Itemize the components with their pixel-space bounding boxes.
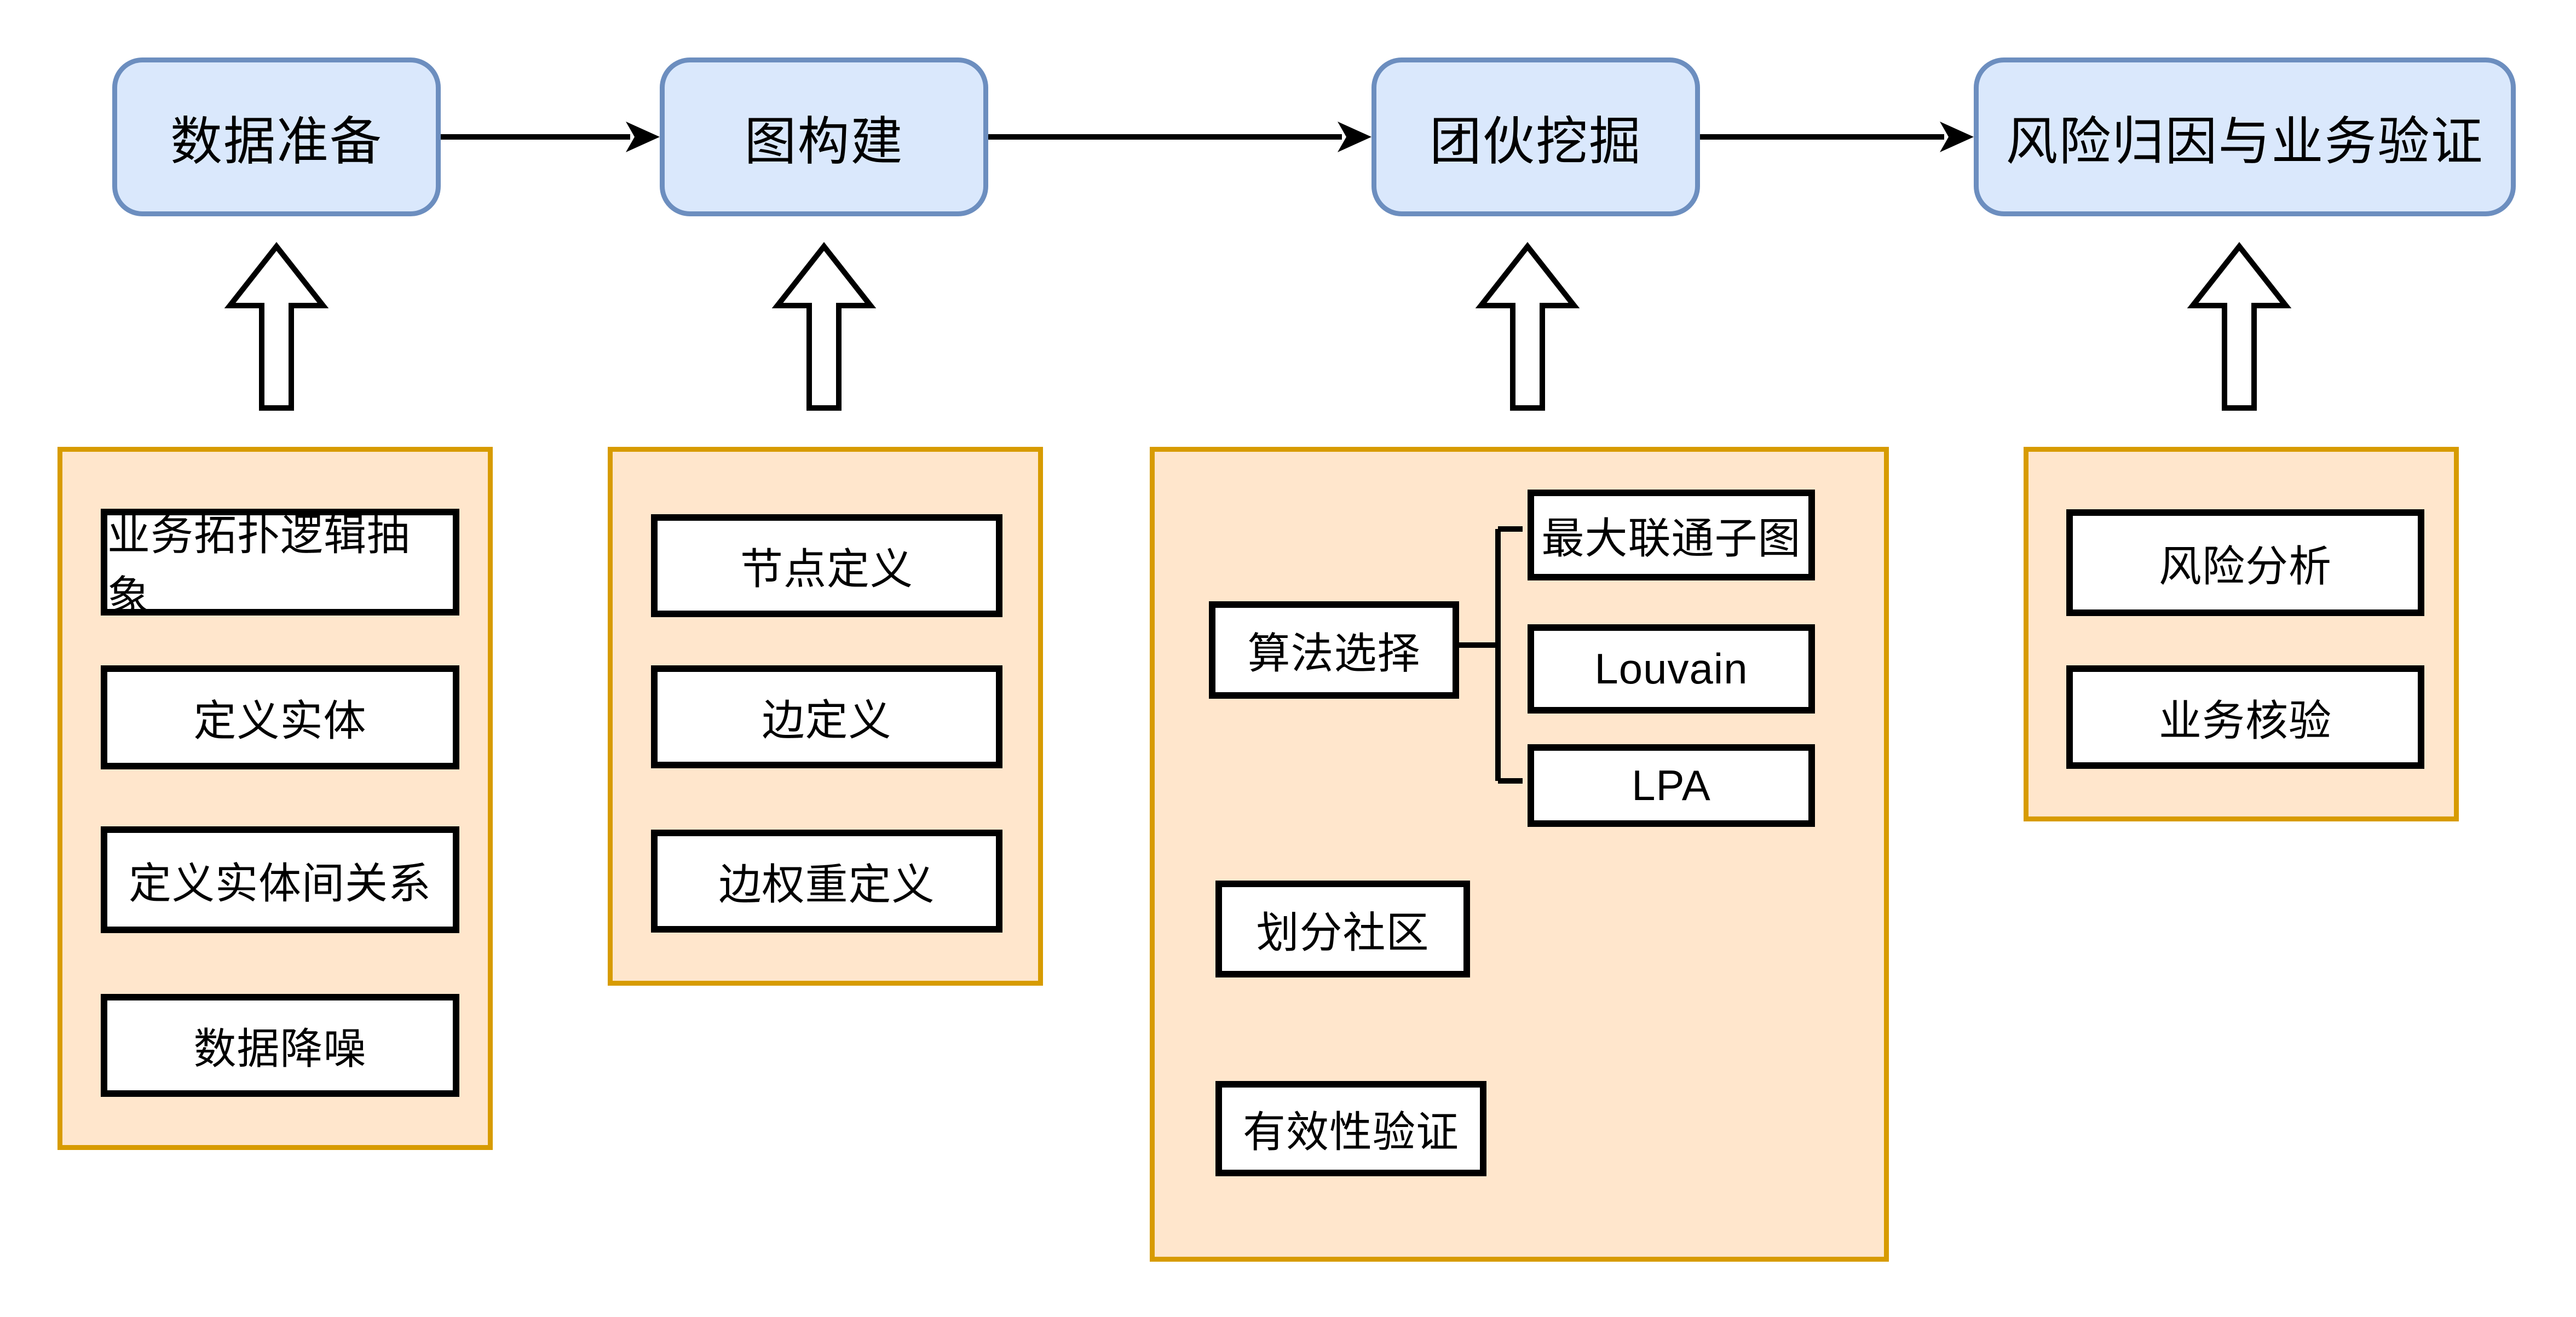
step-business-verification: 业务核验 [2066, 665, 2424, 769]
algorithm-lpa-label: LPA [1632, 761, 1711, 809]
step-define-entity-relations: 定义实体间关系 [101, 826, 459, 933]
up-arrow-data-preparation [224, 241, 329, 411]
step-business-verification-label: 业务核验 [2158, 696, 2332, 745]
step-risk-analysis: 风险分析 [2066, 509, 2424, 616]
panel-graph-construction: 节点定义 边定义 边权重定义 [608, 447, 1043, 986]
flow-arrow-head-3 [1940, 122, 1974, 152]
step-define-entity-relations-label: 定义实体间关系 [128, 859, 431, 907]
up-arrow-graph-construction [771, 241, 877, 411]
stage-data-preparation: 数据准备 [112, 57, 441, 216]
step-node-definition-label: 节点定义 [740, 545, 913, 593]
algorithm-bracket [1454, 526, 1523, 784]
stage-gang-mining-label: 团伙挖掘 [1429, 112, 1642, 171]
up-arrow-gang-mining [1475, 241, 1580, 411]
panel-gang-mining: 算法选择 最大联通子图 Louvain LPA 划分社区 有效性验证 [1150, 447, 1889, 1262]
step-edge-weight-definition: 边权重定义 [651, 830, 1002, 933]
step-topology-abstraction-label: 业务拓扑逻辑抽象 [107, 510, 411, 620]
step-algorithm-selection: 算法选择 [1209, 601, 1459, 699]
step-node-definition: 节点定义 [651, 514, 1002, 617]
flow-arrow-head-2 [1338, 122, 1371, 152]
stage-gang-mining: 团伙挖掘 [1371, 57, 1700, 216]
step-validity-verification-label: 有效性验证 [1242, 1108, 1459, 1156]
step-topology-abstraction: 业务拓扑逻辑抽象 [101, 509, 459, 620]
step-data-denoising-label: 数据降噪 [193, 1025, 367, 1073]
algorithm-max-connected-subgraph-label: 最大联通子图 [1541, 514, 1801, 562]
step-define-entities-label: 定义实体 [193, 697, 367, 745]
algorithm-max-connected-subgraph: 最大联通子图 [1528, 490, 1815, 580]
panel-data-preparation: 业务拓扑逻辑抽象 定义实体 定义实体间关系 数据降噪 [57, 447, 493, 1150]
stage-risk-validation: 风险归因与业务验证 [1974, 57, 2516, 216]
step-edge-definition-label: 边定义 [762, 696, 892, 744]
step-data-denoising: 数据降噪 [101, 994, 459, 1097]
step-community-partition: 划分社区 [1215, 881, 1470, 977]
step-validity-verification: 有效性验证 [1215, 1081, 1486, 1176]
step-edge-weight-definition-label: 边权重定义 [718, 860, 935, 908]
step-risk-analysis-label: 风险分析 [2158, 542, 2332, 590]
stage-data-preparation-label: 数据准备 [170, 112, 383, 171]
algorithm-lpa: LPA [1528, 744, 1815, 827]
stage-risk-validation-label: 风险归因与业务验证 [2006, 112, 2484, 171]
step-algorithm-selection-label: 算法选择 [1247, 629, 1421, 677]
stage-graph-construction: 图构建 [660, 57, 988, 216]
step-edge-definition: 边定义 [651, 665, 1002, 768]
flow-arrow-head-1 [626, 122, 660, 152]
step-define-entities: 定义实体 [101, 665, 459, 769]
panel-risk-validation: 风险分析 业务核验 [2024, 447, 2459, 821]
stage-graph-construction-label: 图构建 [744, 112, 904, 171]
up-arrow-risk-validation [2187, 241, 2292, 411]
step-community-partition-label: 划分社区 [1256, 908, 1430, 957]
algorithm-louvain-label: Louvain [1594, 645, 1748, 693]
algorithm-louvain: Louvain [1528, 624, 1815, 714]
